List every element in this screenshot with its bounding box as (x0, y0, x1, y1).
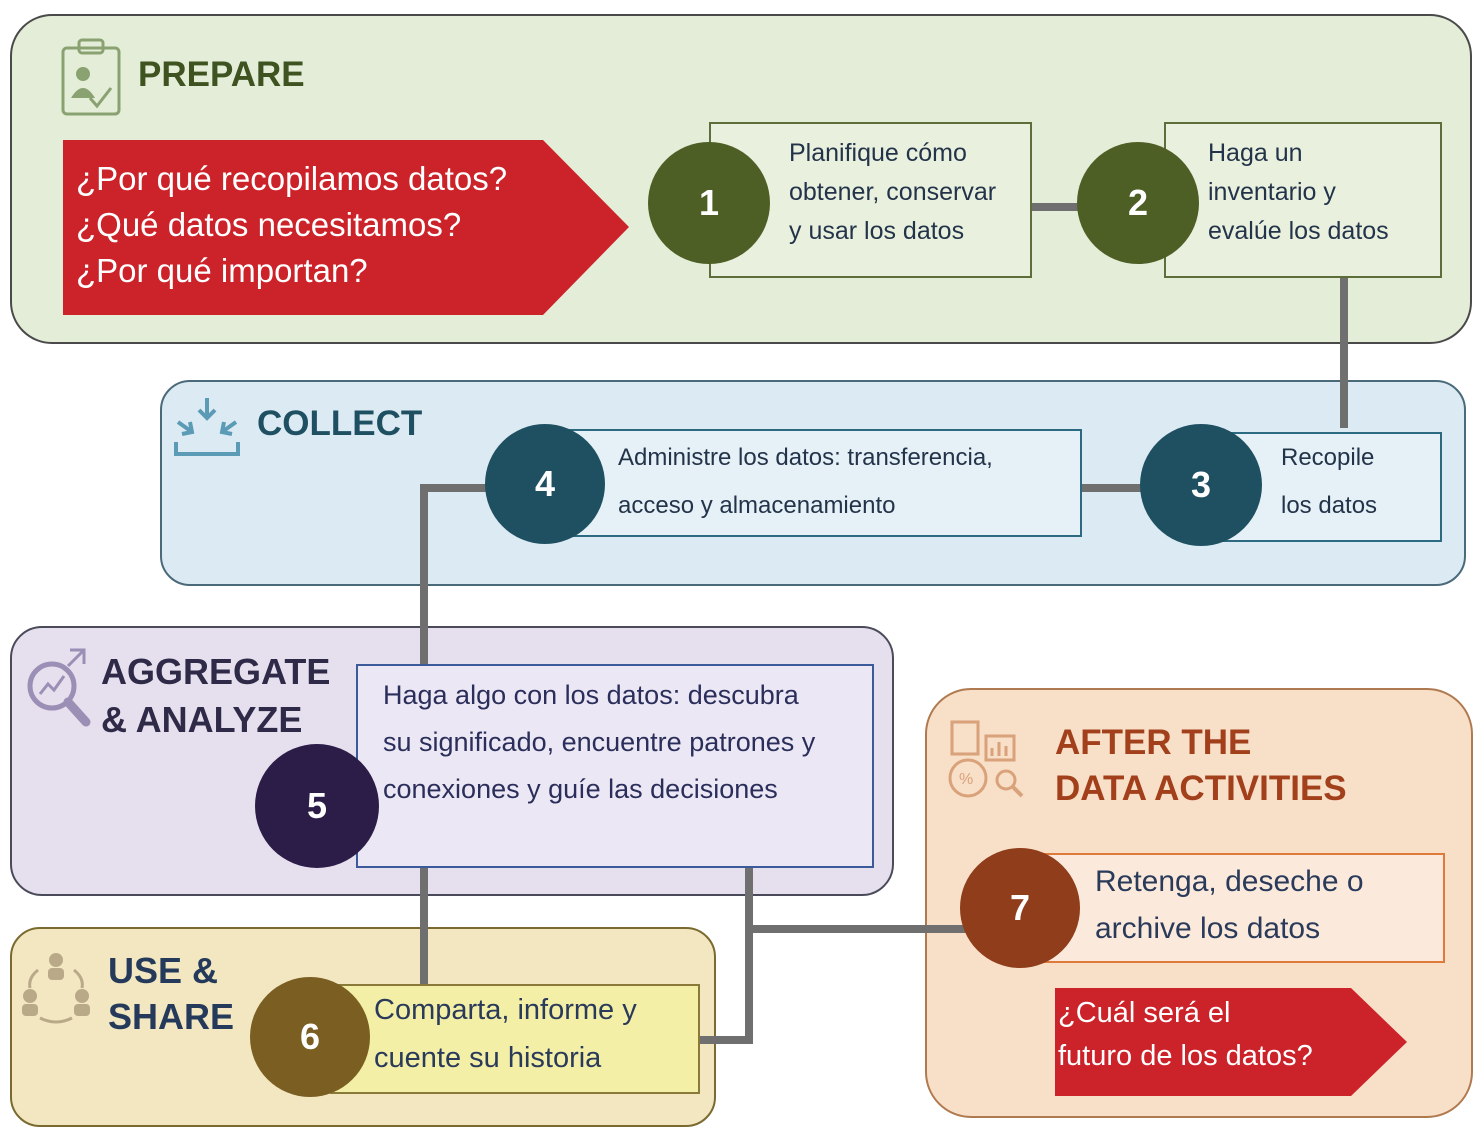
connector-5-6 (420, 866, 428, 984)
step-3-text: Recopile los datos (1281, 434, 1441, 530)
share-title: USE & SHARE (108, 948, 234, 1040)
step-5-line-2: su significado, encuentre patrones y (383, 727, 816, 757)
step-6-box (330, 984, 700, 1094)
documents-chart-icon: % (948, 720, 1024, 798)
step-1-line-1: Planifique cómo (789, 139, 967, 167)
step-5-circle: 5 (255, 744, 379, 868)
step-5-box (356, 664, 874, 868)
step-4-box (545, 429, 1082, 537)
analyze-title: AGGREGATE & ANALYZE (101, 648, 330, 744)
question-line-1: ¿Por qué recopilamos datos? (76, 160, 508, 197)
after-title-line-1: AFTER THE (1055, 723, 1252, 762)
connector-2-3 (1340, 278, 1348, 428)
step-2-line-3: evalúe los datos (1208, 217, 1389, 245)
step-6-line-1: Comparta, informe y (374, 994, 637, 1026)
connector-5-7-vertical (745, 866, 753, 1042)
step-4-text: Administre los datos: transferencia, acc… (618, 434, 1078, 530)
future-question-line-2: futuro de los datos? (1058, 1040, 1313, 1072)
clipboard-person-icon (61, 38, 121, 116)
step-5-text: Haga algo con los datos: descubra su sig… (383, 672, 875, 813)
step-2-circle: 2 (1077, 142, 1199, 264)
step-5-line-3: conexiones y guíe las decisiones (383, 774, 778, 804)
step-1-circle: 1 (648, 142, 770, 264)
prepare-questions: ¿Por qué recopilamos datos? ¿Qué datos n… (76, 156, 507, 294)
step-5-line-1: Haga algo con los datos: descubra (383, 680, 799, 710)
step-2-line-2: inventario y (1208, 178, 1336, 206)
step-6-line-2: cuente su historia (374, 1042, 602, 1074)
connector-6-link (700, 1036, 753, 1044)
step-2-box (1164, 122, 1442, 278)
svg-text:%: % (959, 771, 973, 788)
connector-3-4 (1080, 484, 1142, 492)
step-1-text: Planifique cómo obtener, conservar y usa… (789, 134, 1029, 251)
prepare-title: PREPARE (138, 55, 305, 94)
step-3-line-1: Recopile (1281, 444, 1375, 471)
future-question: ¿Cuál será el futuro de los datos? (1058, 992, 1313, 1078)
connector-4-5 (420, 484, 428, 666)
after-title-line-2: DATA ACTIVITIES (1055, 769, 1347, 808)
connector-5-7-horizontal (745, 925, 970, 933)
magnifier-chart-icon (27, 648, 91, 727)
step-7-line-2: archive los datos (1095, 912, 1321, 945)
collect-title: COLLECT (257, 404, 423, 443)
connector-4-left (420, 484, 490, 492)
step-4-line-2: acceso y almacenamiento (618, 492, 896, 519)
step-2-line-1: Haga un (1208, 139, 1303, 167)
analyze-title-line-2: & ANALYZE (101, 699, 303, 740)
question-arrow-red (63, 140, 629, 315)
step-3-line-2: los datos (1281, 492, 1378, 519)
step-4-circle: 4 (485, 424, 605, 544)
step-7-line-1: Retenga, deseche o (1095, 865, 1364, 898)
question-line-3: ¿Por qué importan? (76, 252, 368, 289)
after-title: AFTER THE DATA ACTIVITIES (1055, 720, 1347, 812)
collect-inbox-icon (174, 398, 240, 456)
share-title-line-1: USE & (108, 950, 219, 991)
step-7-circle: 7 (960, 848, 1080, 968)
future-question-line-1: ¿Cuál será el (1058, 997, 1231, 1029)
connector-1-2 (1030, 203, 1080, 211)
question-line-2: ¿Qué datos necesitamos? (76, 206, 462, 243)
analyze-title-line-1: AGGREGATE (101, 651, 331, 692)
step-4-line-1: Administre los datos: transferencia, (618, 444, 993, 471)
step-1-line-3: y usar los datos (789, 217, 965, 245)
step-6-circle: 6 (250, 977, 370, 1097)
future-question-arrow-red (1055, 988, 1407, 1096)
step-6-text: Comparta, informe y cuente su historia (374, 986, 700, 1082)
step-7-text: Retenga, deseche o archive los datos (1095, 858, 1443, 952)
step-2-text: Haga un inventario y evalúe los datos (1208, 134, 1440, 251)
people-share-icon (22, 953, 90, 1024)
share-title-line-2: SHARE (108, 996, 235, 1037)
step-3-circle: 3 (1140, 424, 1262, 546)
step-1-line-2: obtener, conservar (789, 178, 997, 206)
